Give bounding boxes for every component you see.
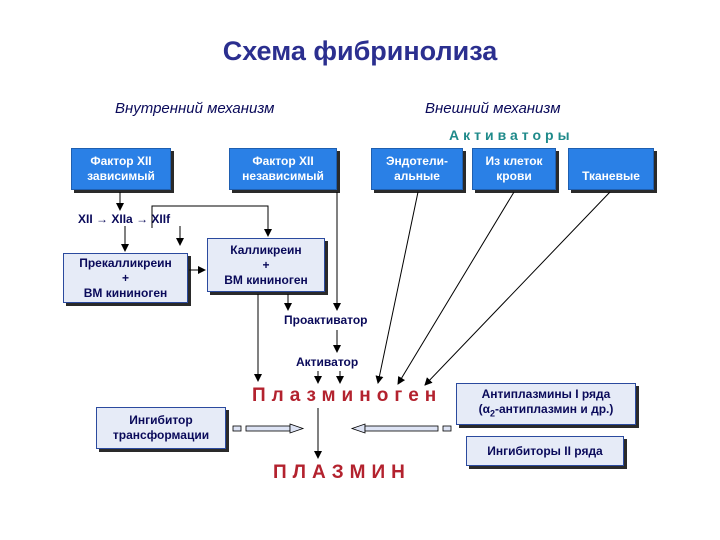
- factor-xii-dependent-line1: Фактор XII: [90, 154, 152, 168]
- intrinsic-mechanism-heading: Внутренний механизм: [115, 100, 275, 117]
- prekallikrein-line3: ВМ кининоген: [83, 285, 168, 300]
- tissue-label: Тканевые: [582, 169, 640, 183]
- transformation-inhibitor-line2: трансформации: [112, 428, 210, 442]
- kallikrein-line3: ВМ кининоген: [224, 272, 308, 287]
- kallikrein-box: Калликреин+ВМ кининоген: [207, 238, 325, 292]
- chain-arrow-2: →: [136, 212, 149, 226]
- extrinsic-mechanism-heading: Внешний механизм: [425, 100, 561, 117]
- prekallikrein-plus: +: [121, 270, 129, 285]
- alpha-symbol: α: [482, 401, 490, 416]
- page-title: Схема фибринолиза: [222, 36, 498, 66]
- xiia-label: XIIa: [111, 212, 133, 226]
- alpha-subscript: 2: [490, 408, 496, 419]
- transformation-inhibitor-line1: Ингибитор: [129, 413, 193, 427]
- activators-label: Активаторы: [449, 127, 574, 143]
- link-blood-cells-to-plasminogen: [397, 191, 515, 385]
- xii-label: XII: [78, 212, 93, 226]
- xii-activation-chain: XII → XIIa → XIIf: [78, 212, 170, 226]
- xiif-label: XIIf: [151, 212, 171, 226]
- prekallikrein-box: Прекалликреин+ВМ кининоген: [63, 253, 188, 303]
- plasmin-label: ПЛАЗМИН: [273, 462, 411, 483]
- inhibition-arrow-right: [350, 423, 452, 434]
- factor-xii-dependent-line2: зависимый: [87, 169, 155, 183]
- antiplasmins-first-line-box: Антиплазмины I ряда (α2-антиплазмин и др…: [456, 383, 636, 425]
- inhibition-arrow-left: [232, 423, 305, 434]
- antiplasmins-line1: Антиплазмины I ряда: [481, 386, 611, 401]
- plasminogen-label: Плазминоген: [252, 385, 443, 406]
- activator-label: Активатор: [296, 355, 359, 369]
- link-tissue-to-plasminogen: [424, 191, 611, 386]
- inhibitors-second-line-label: Ингибиторы II ряда: [487, 443, 603, 458]
- chain-arrow-1: →: [96, 212, 109, 226]
- antiplasmins-line2-rest: -антиплазмин и др.): [495, 401, 614, 416]
- kallikrein-plus: +: [262, 257, 270, 272]
- blood-cells-line2: крови: [496, 169, 532, 183]
- factor-xii-independent-line1: Фактор XII: [252, 154, 314, 168]
- blood-cells-line1: Из клеток: [485, 154, 543, 168]
- kallikrein-line1: Калликреин: [230, 242, 302, 257]
- endothelial-activators-box: Эндотели-альные: [371, 148, 463, 190]
- proactivator-label: Проактиватор: [284, 313, 368, 327]
- link-loop-to-kallikrein: [151, 205, 272, 237]
- antiplasmins-line2: (α2-антиплазмин и др.): [479, 402, 614, 421]
- inhibitors-second-line-box: Ингибиторы II ряда: [466, 436, 624, 466]
- factor-xii-independent-line2: независимый: [242, 169, 324, 183]
- tissue-activators-box: Тканевые: [568, 148, 654, 190]
- prekallikrein-line1: Прекалликреин: [79, 255, 172, 270]
- link-endothelial-to-plasminogen: [375, 191, 419, 384]
- endothelial-line1: Эндотели-: [386, 154, 448, 168]
- endothelial-line2: альные: [394, 169, 440, 183]
- antiplasmins-paren: (: [478, 401, 483, 416]
